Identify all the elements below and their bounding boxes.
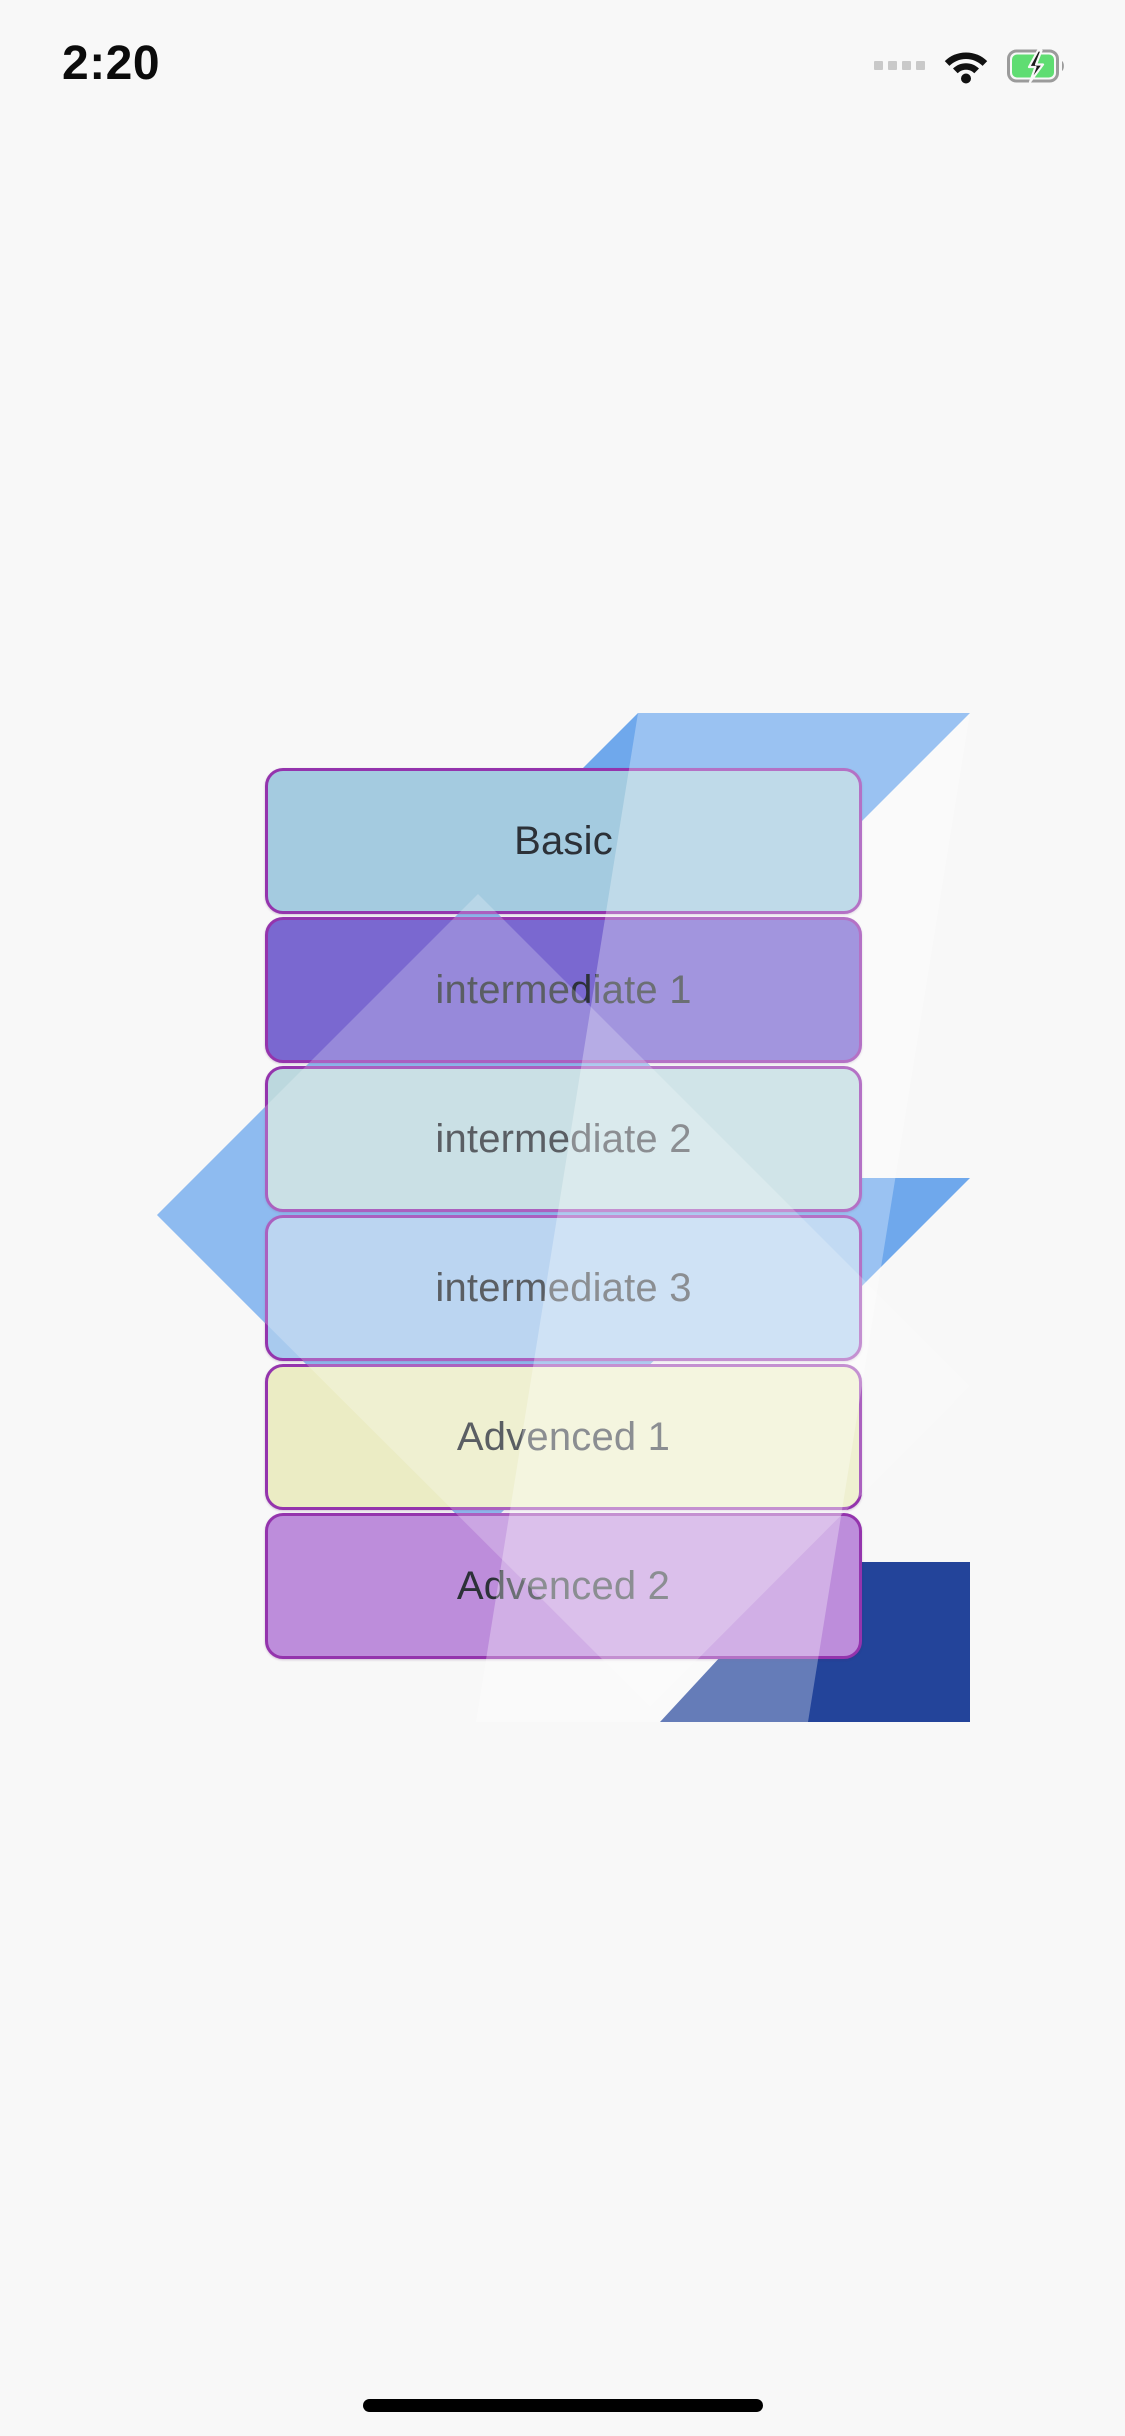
- card-label: intermediate 3: [435, 1266, 692, 1310]
- card-label: intermediate 2: [435, 1117, 692, 1161]
- wifi-icon: [944, 52, 988, 84]
- level-card-stack[interactable]: Basic intermediate 1 intermediate 2 inte…: [265, 768, 862, 1659]
- home-indicator[interactable]: [362, 2399, 763, 2412]
- card-label: Basic: [514, 819, 613, 863]
- card-intermediate-1[interactable]: intermediate 1: [265, 917, 862, 1063]
- card-label: Advenced 1: [456, 1415, 671, 1459]
- card-basic[interactable]: Basic: [265, 768, 862, 914]
- card-label: Advenced 2: [456, 1564, 671, 1608]
- card-advenced-2[interactable]: Advenced 2: [265, 1513, 862, 1659]
- card-intermediate-3[interactable]: intermediate 3: [265, 1215, 862, 1361]
- card-advenced-1[interactable]: Advenced 1: [265, 1364, 862, 1510]
- status-indicators: [874, 48, 1067, 84]
- battery-charging-icon: [1007, 49, 1064, 83]
- signal-dots-icon: [874, 60, 925, 72]
- status-bar: 2:20: [0, 0, 1125, 132]
- card-intermediate-2[interactable]: intermediate 2: [265, 1066, 862, 1212]
- status-time: 2:20: [62, 37, 161, 90]
- card-label: intermediate 1: [435, 968, 692, 1012]
